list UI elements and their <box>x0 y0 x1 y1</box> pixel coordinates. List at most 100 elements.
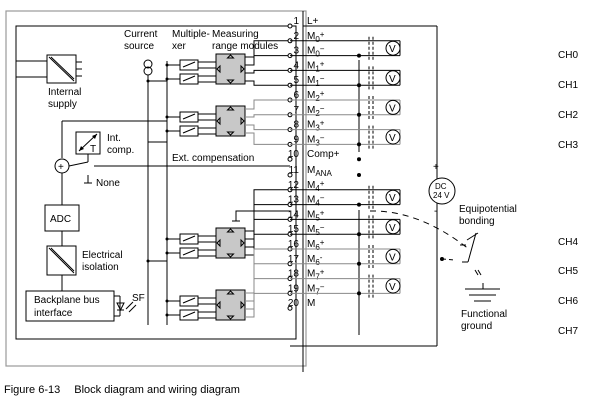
channel-6-wiring: V <box>290 245 401 270</box>
figure-number: Figure 6-13 <box>4 384 61 396</box>
terminal-label-sub: 5 <box>315 228 320 237</box>
none-label: None <box>96 178 120 189</box>
channel-label-ch3: CH3 <box>558 140 578 151</box>
terminal-label: M6+ <box>307 238 325 252</box>
channel-label-ch1: CH1 <box>558 80 578 91</box>
terminal-label-main: M <box>307 60 315 71</box>
terminal-label-sub: 3 <box>315 138 320 147</box>
terminal-number: 5 <box>293 75 299 86</box>
terminal-label-sub: 7 <box>315 273 320 282</box>
equipotential-label-1: Equipotential <box>459 204 517 215</box>
sf-label: SF <box>132 293 145 304</box>
voltmeter-symbol: V <box>389 193 396 204</box>
terminal-label-sub: 4 <box>315 199 320 208</box>
mux-group-1 <box>165 99 290 145</box>
terminal-label-main: M <box>307 254 315 265</box>
internal-supply-label-1: Internal <box>48 87 81 98</box>
terminal-label-sub: 4 <box>315 184 320 193</box>
channel-3-wiring: V <box>290 125 401 151</box>
terminal-number: 2 <box>293 31 299 42</box>
functional-ground-label-1: Functional <box>461 309 507 320</box>
terminal-label-sup: + <box>320 119 325 128</box>
terminal-label-sub: 6 <box>315 243 320 252</box>
backplane-label-2: interface <box>34 308 73 319</box>
terminal-number: 13 <box>288 195 300 206</box>
terminal-number: 10 <box>288 149 300 160</box>
channel-label-ch4: CH4 <box>558 237 578 248</box>
terminal-label-main: M <box>307 75 315 86</box>
terminal-label: M <box>307 298 315 309</box>
terminal-label-sup: - <box>320 253 323 262</box>
sf-led-icon <box>114 295 137 317</box>
voltage-label: 24 V <box>433 191 450 200</box>
terminal-label: M7− <box>307 282 325 296</box>
terminal-label: M4− <box>307 194 325 208</box>
terminal-label-sub: 3 <box>315 124 320 133</box>
terminal-label-sup: + <box>320 179 325 188</box>
terminal-label: M1+ <box>307 59 325 73</box>
terminal-label-sup: − <box>320 133 325 142</box>
terminal-label-main: M <box>307 180 315 191</box>
mux-group-3 <box>165 248 290 321</box>
terminal-label-main: M <box>307 134 315 145</box>
figure-title: Block diagram and wiring diagram <box>74 384 240 396</box>
terminal-label-sub: 2 <box>315 94 320 103</box>
terminal-label-sup: − <box>320 223 325 232</box>
current-source-label-2: source <box>124 41 154 52</box>
terminal-label: M6- <box>307 253 323 267</box>
terminal-number: 8 <box>293 120 299 131</box>
dc-label: DC <box>435 182 447 191</box>
terminal-label-main: M <box>307 165 315 176</box>
terminal-label: M3+ <box>307 119 325 133</box>
terminal-label-sup: + <box>320 30 325 39</box>
int-comp-label-1: Int. <box>107 133 121 144</box>
current-source-label-1: Current <box>124 29 158 40</box>
mux-group-0 <box>165 40 290 86</box>
terminal-number: 11 <box>289 165 300 176</box>
current-source-icon <box>143 59 153 325</box>
terminal-number: 1 <box>293 16 299 27</box>
terminal-label: Comp+ <box>307 149 340 160</box>
channel-label-ch6: CH6 <box>558 296 578 307</box>
terminal-label-main: M <box>307 298 315 309</box>
backplane-label-1: Backplane bus <box>34 295 100 306</box>
terminal-label-sup: − <box>320 104 325 113</box>
terminal-label-sup: − <box>320 194 325 203</box>
channel-4-wiring: V <box>290 185 401 211</box>
terminal-number: 7 <box>293 105 299 116</box>
voltmeter-icon <box>385 189 401 205</box>
terminal-label-sub: 5 <box>315 213 320 222</box>
voltmeter-icon <box>385 40 401 56</box>
channel-label-ch2: CH2 <box>558 110 578 121</box>
terminal-screw-icon <box>287 23 293 29</box>
channel-5-wiring: V <box>290 215 401 241</box>
electrical-isolation-label-2: isolation <box>82 262 119 273</box>
terminal-1: 1 L+ <box>287 16 319 29</box>
equipotential-label-2: bonding <box>459 216 495 227</box>
functional-ground-icon <box>465 283 500 302</box>
terminal-number: 3 <box>293 46 299 57</box>
channel-1-wiring: V <box>290 66 401 92</box>
voltmeter-symbol: V <box>389 282 396 293</box>
supply-minus: - <box>434 206 437 217</box>
terminal-number: 9 <box>293 134 299 145</box>
voltmeter-symbol: V <box>389 44 396 55</box>
terminal-13: 13 M4− <box>287 194 325 208</box>
voltmeter-icon <box>385 248 401 264</box>
terminal-label: MANA <box>307 165 332 178</box>
supply-plus: + <box>433 162 439 173</box>
terminal-label-main: M <box>307 209 315 220</box>
dc-24v-supply-icon <box>428 177 456 205</box>
adc-label: ADC <box>50 214 71 225</box>
terminal-label: L+ <box>307 16 319 27</box>
terminal-label-sub: 6 <box>315 258 320 267</box>
terminal-label: M5− <box>307 223 325 237</box>
measuring-range-module <box>215 289 246 321</box>
